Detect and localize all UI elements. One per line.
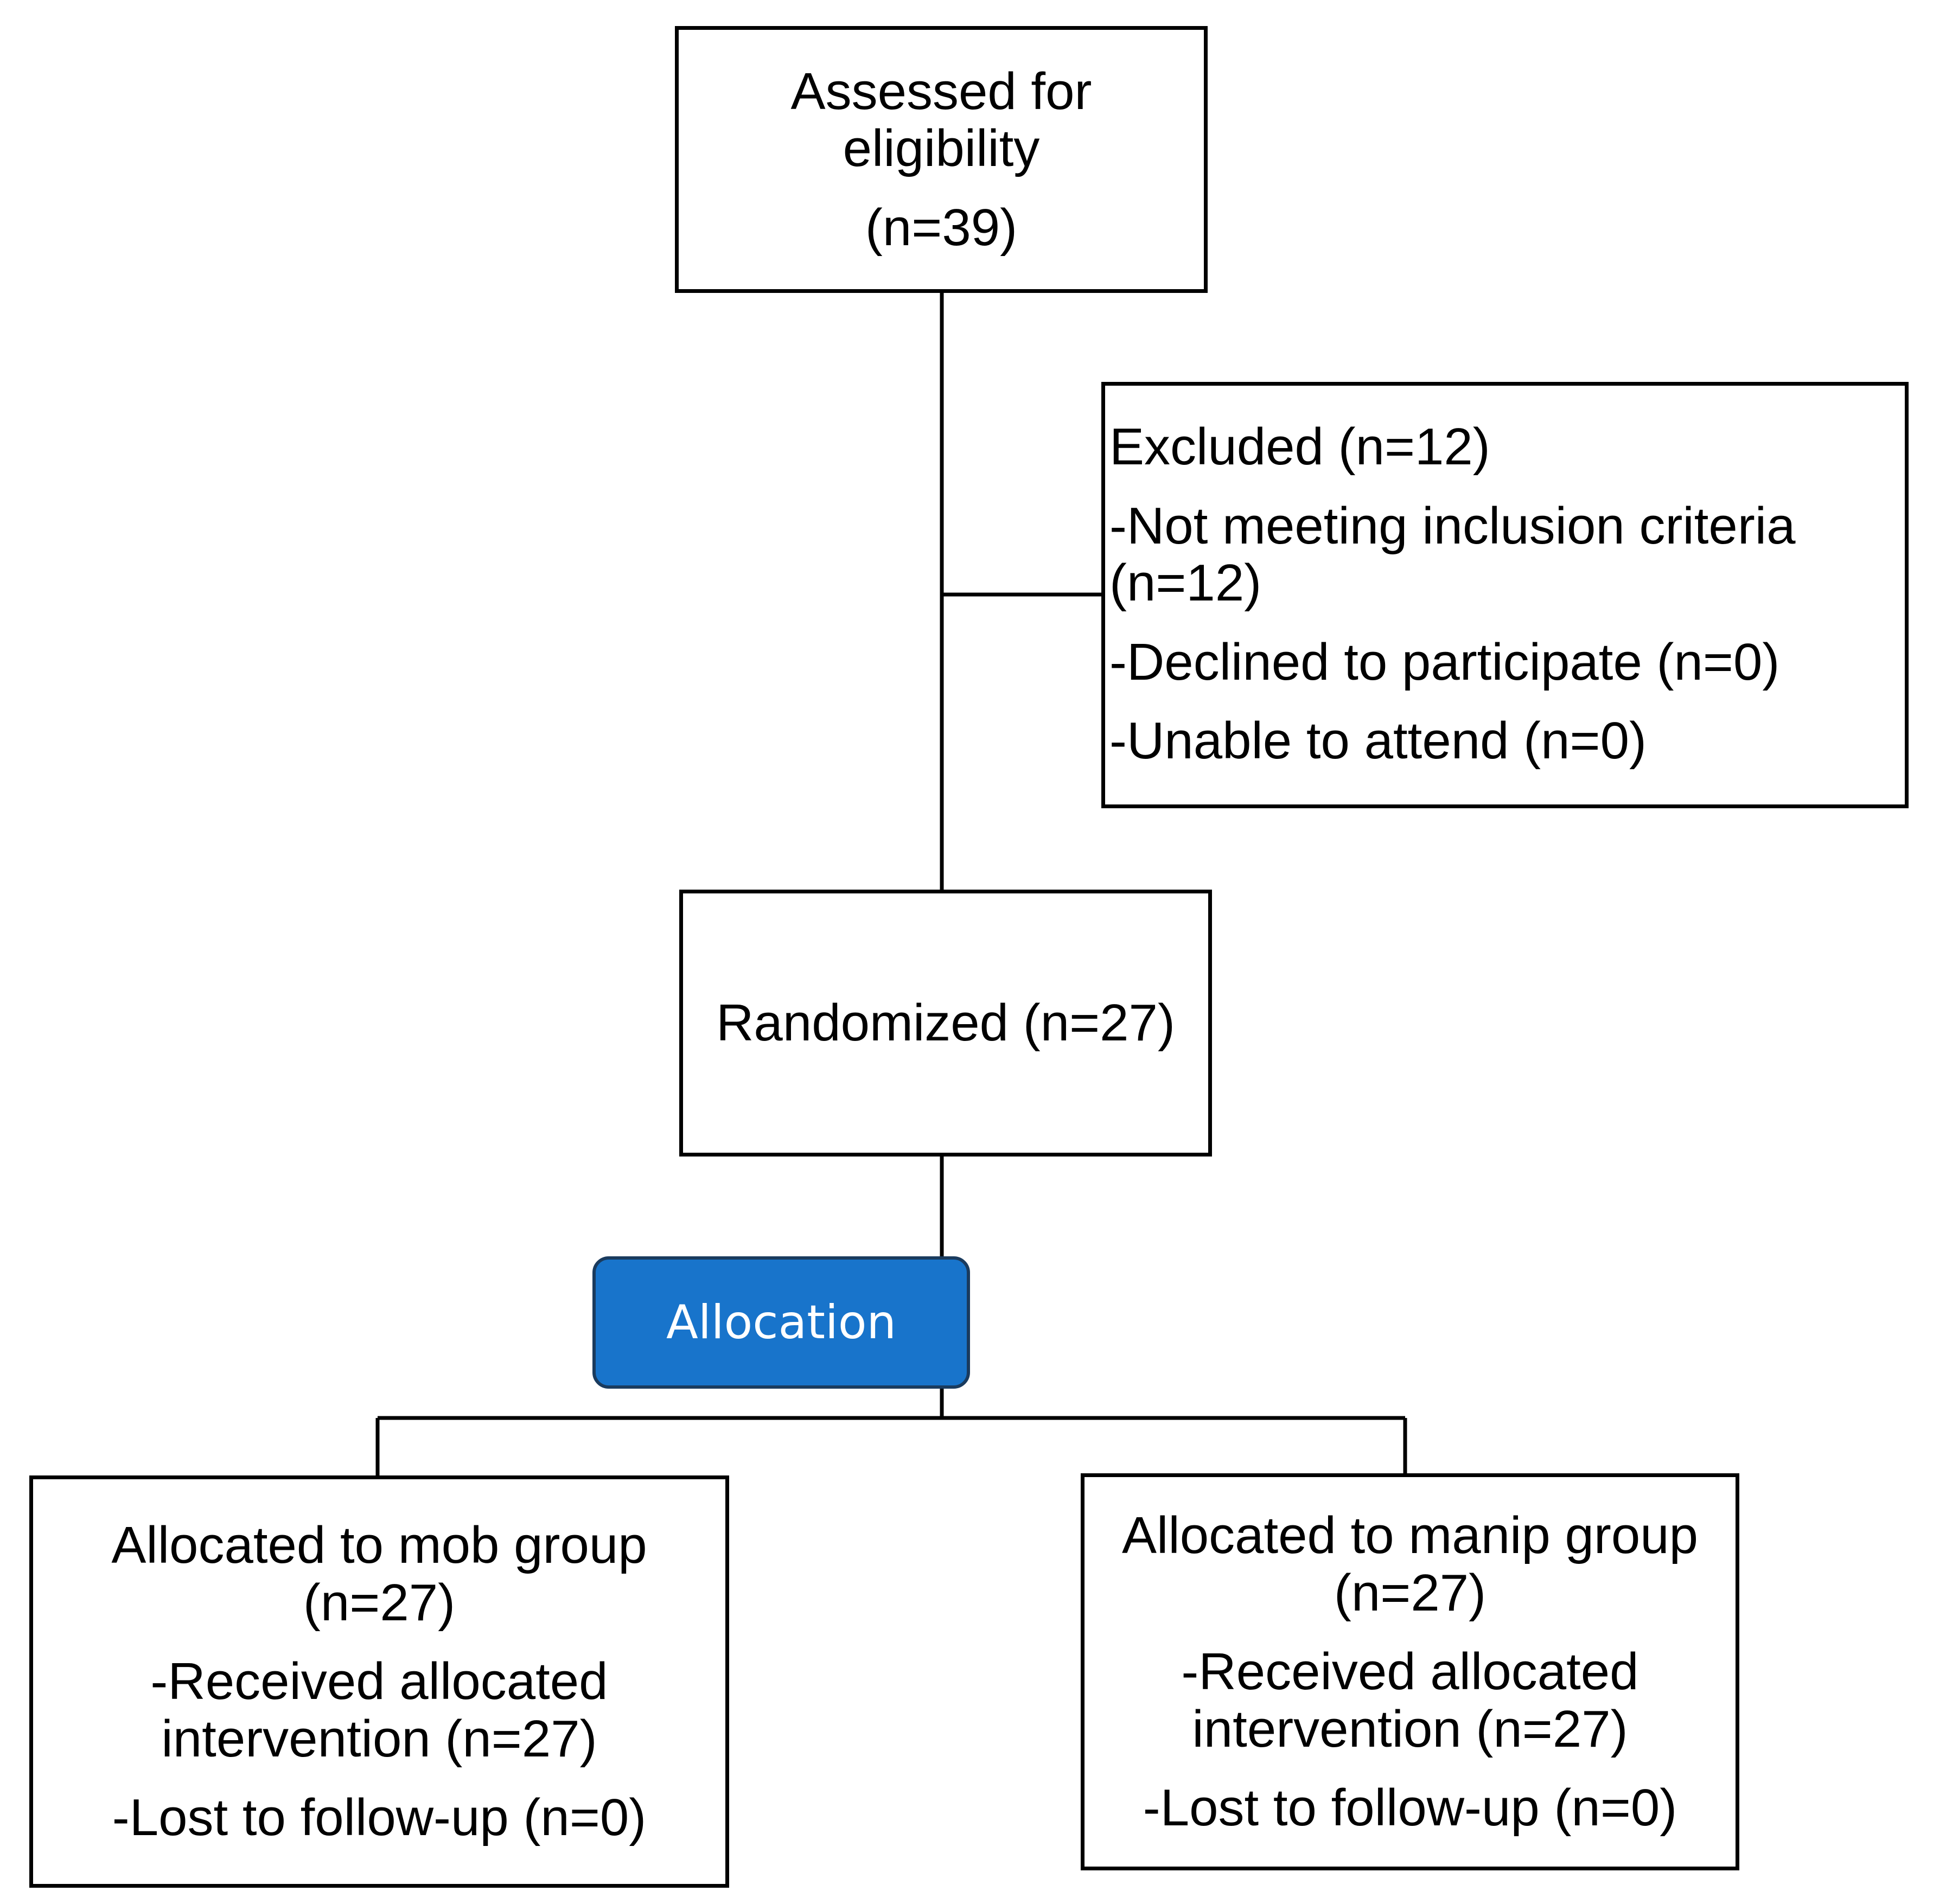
mob-group-box: Allocated to mob group (n=27) -Received … [29, 1475, 729, 1888]
excluded-box: Excluded (n=12) -Not meeting inclusion c… [1101, 382, 1909, 808]
mob-group-title: Allocated to mob group [111, 1516, 647, 1575]
mob-group-received-line1: -Received allocated [150, 1652, 608, 1711]
manip-group-lost: -Lost to follow-up (n=0) [1143, 1779, 1677, 1837]
manip-group-received-line1: -Received allocated [1181, 1643, 1639, 1701]
manip-group-count: (n=27) [1334, 1563, 1487, 1622]
assessed-count: (n=39) [865, 198, 1018, 257]
mob-group-count: (n=27) [303, 1573, 456, 1632]
excluded-title: Excluded (n=12) [1109, 418, 1490, 476]
excluded-reason-inclusion: -Not meeting inclusion criteria [1109, 496, 1796, 555]
manip-group-title: Allocated to manip group [1122, 1506, 1698, 1565]
allocation-box: Allocation [592, 1256, 970, 1389]
manip-group-received-line2: intervention (n=27) [1192, 1699, 1628, 1758]
excluded-reason-unable: -Unable to attend (n=0) [1109, 712, 1647, 770]
assessed-line2: eligibility [843, 119, 1040, 178]
excluded-reason-inclusion-count: (n=12) [1109, 554, 1262, 612]
mob-group-lost: -Lost to follow-up (n=0) [112, 1788, 647, 1847]
assessed-for-eligibility-box: Assessed for eligibility (n=39) [675, 26, 1208, 293]
manip-group-box: Allocated to manip group (n=27) -Receive… [1081, 1473, 1739, 1870]
excluded-reason-declined: -Declined to participate (n=0) [1109, 632, 1780, 691]
assessed-line1: Assessed for [790, 62, 1092, 120]
randomized-box: Randomized (n=27) [679, 890, 1212, 1157]
allocation-label: Allocation [666, 1295, 896, 1350]
randomized-label: Randomized (n=27) [716, 994, 1175, 1052]
mob-group-received-line2: intervention (n=27) [161, 1709, 597, 1768]
